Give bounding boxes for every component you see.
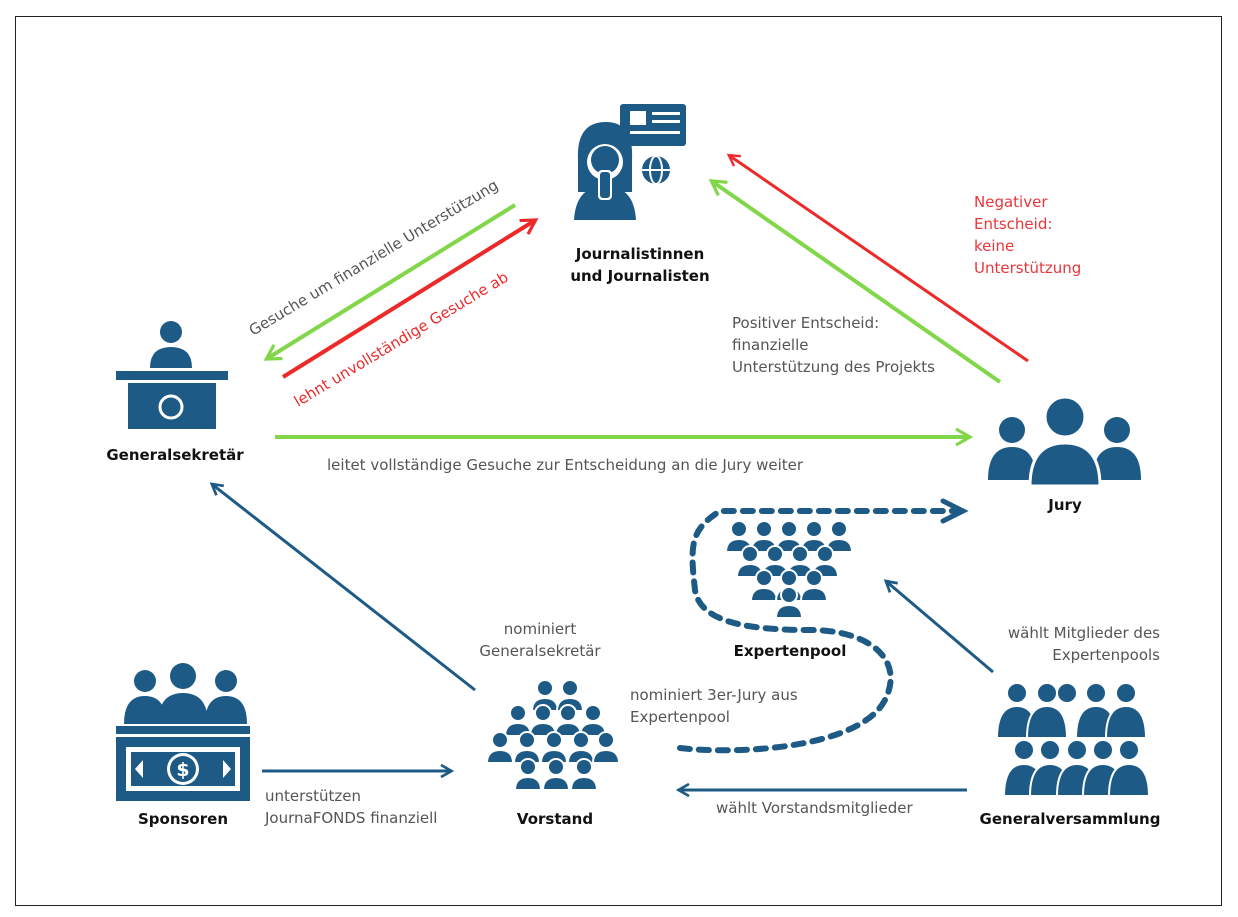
label-positive-line2: finanzielle bbox=[732, 336, 809, 354]
arrow-nominate-secretary bbox=[209, 482, 476, 692]
label-elect-pool-line2: Expertenpools bbox=[1052, 646, 1160, 664]
label-forwards: leitet vollständige Gesuche zur Entschei… bbox=[327, 456, 804, 474]
label-negative-line3: keine bbox=[974, 237, 1015, 255]
label-negative: Negativer Entscheid: keine Unterstützung bbox=[974, 191, 1081, 279]
arrow-rejects bbox=[281, 218, 539, 379]
group-of-three-icon bbox=[988, 395, 1141, 488]
label-nominate-secretary: nominiert Generalsekretär bbox=[440, 618, 640, 662]
sponsors-money-icon: $ bbox=[116, 663, 250, 801]
arrow-negative bbox=[726, 153, 1029, 363]
assembly-label: Generalversammlung bbox=[979, 810, 1161, 828]
board-label: Vorstand bbox=[516, 810, 594, 828]
arrow-nominate-jury-dashed bbox=[677, 508, 968, 754]
label-elect-pool-line1: wählt Mitglieder des bbox=[1007, 624, 1160, 642]
label-nominate-jury-line1: nominiert 3er-Jury aus bbox=[630, 686, 798, 704]
label-nominate-secretary-line2: Generalsekretär bbox=[479, 642, 601, 660]
label-support-line1: unterstützen bbox=[265, 787, 361, 805]
arrow-requests bbox=[263, 203, 517, 361]
arrow-elect-pool bbox=[883, 579, 994, 674]
diagram-frame bbox=[15, 16, 1222, 906]
label-negative-line2: Entscheid: bbox=[974, 215, 1053, 233]
sponsors-label: Sponsoren bbox=[137, 810, 228, 828]
crowd-icon bbox=[725, 520, 853, 619]
label-nominate-secretary-line1: nominiert bbox=[503, 620, 577, 638]
assembly-icon bbox=[995, 682, 1151, 797]
label-positive-line1: Positiver Entscheid: bbox=[732, 314, 880, 332]
journalists-label: Journalistinnen und Journalisten bbox=[540, 243, 740, 287]
label-positive: Positiver Entscheid: finanzielle Unterst… bbox=[732, 312, 935, 378]
board-crowd-icon bbox=[486, 679, 620, 791]
journalists-line1: Journalistinnen bbox=[575, 245, 705, 263]
secretary-label: Generalsekretär bbox=[106, 446, 244, 464]
label-requests: Gesuche um finanzielle Unterstützung bbox=[246, 176, 502, 339]
label-support-line2: JournaFONDS finanziell bbox=[265, 809, 438, 827]
journalists-line2: und Journalisten bbox=[570, 267, 710, 285]
label-support: unterstützen JournaFONDS finanziell bbox=[265, 785, 437, 829]
expertpool-label: Expertenpool bbox=[733, 642, 847, 660]
journalist-icon bbox=[574, 104, 686, 220]
label-elect-board: wählt Vorstandsmitglieder bbox=[716, 799, 913, 817]
label-elect-pool: wählt Mitglieder des Expertenpools bbox=[976, 622, 1160, 666]
label-positive-line3: Unterstützung des Projekts bbox=[732, 358, 935, 376]
reception-desk-icon bbox=[116, 321, 228, 429]
jury-label: Jury bbox=[1048, 496, 1082, 514]
label-negative-line1: Negativer bbox=[974, 193, 1048, 211]
svg-text:$: $ bbox=[176, 759, 189, 781]
label-nominate-jury-line2: Expertenpool bbox=[630, 708, 730, 726]
label-nominate-jury: nominiert 3er-Jury aus Expertenpool bbox=[630, 684, 798, 728]
arrow-positive bbox=[708, 179, 1002, 384]
label-negative-line4: Unterstützung bbox=[974, 259, 1082, 277]
